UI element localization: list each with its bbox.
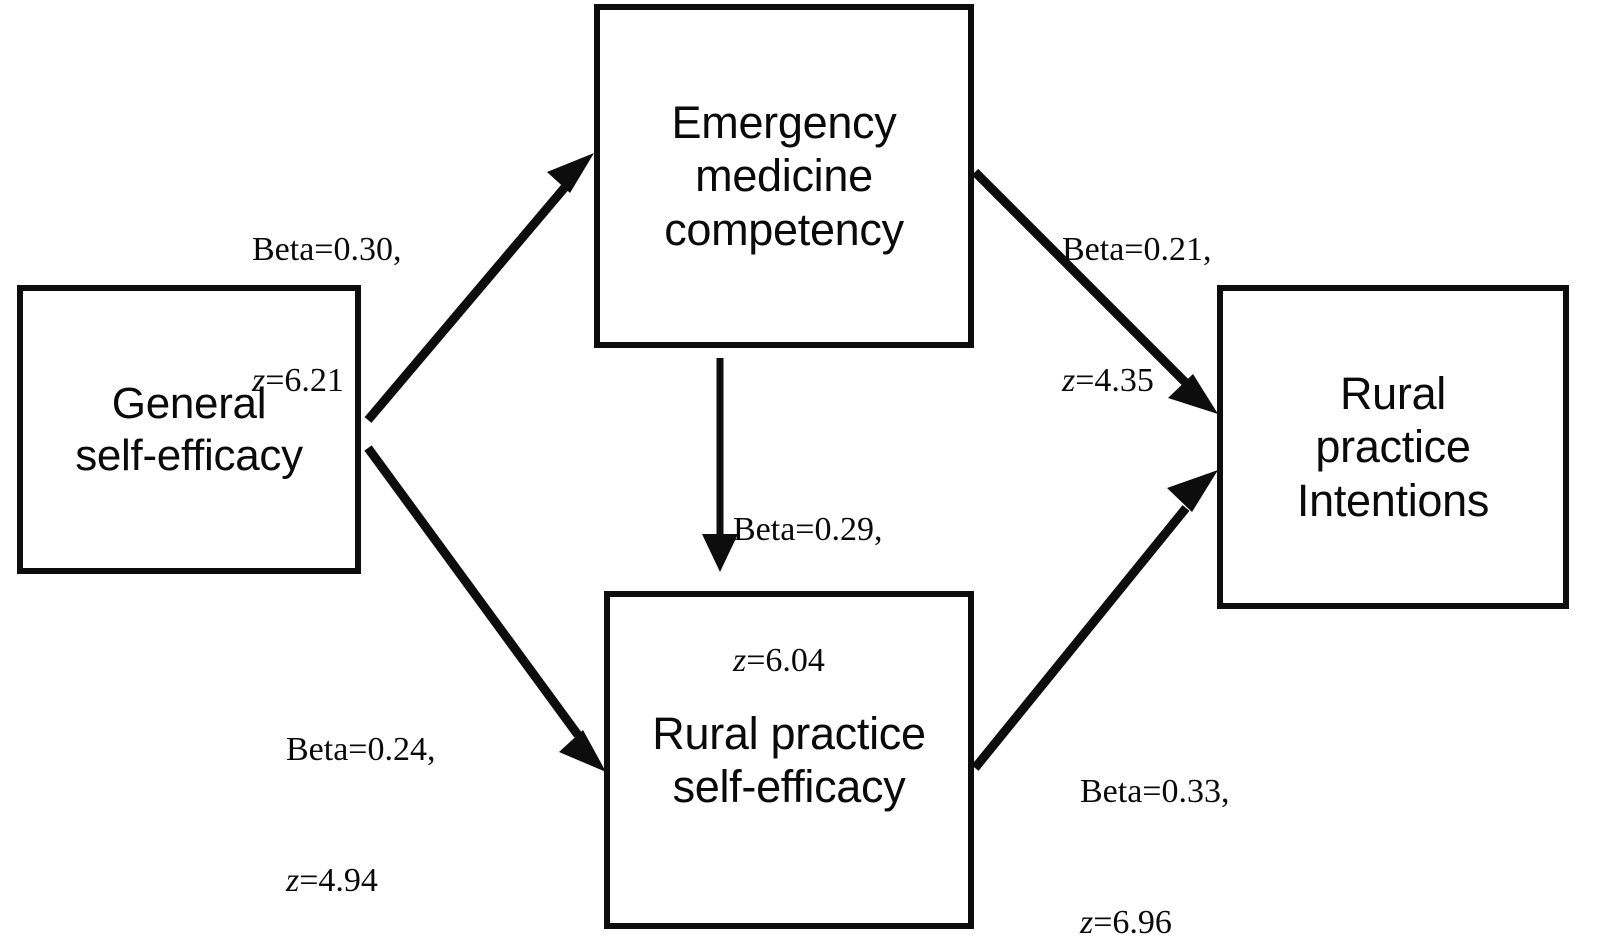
z-number: =4.35 [1075,362,1154,400]
node-general-self-efficacy[interactable]: General self-efficacy [17,285,361,574]
z-symbol: z [733,642,747,680]
arrowhead-icon [1167,470,1218,512]
edge-general-to-emergency [364,153,594,423]
edge-z-value: z=6.04 [733,639,882,683]
edge-rural-self-efficacy-to-intentions [971,470,1218,771]
node-rural-practice-self-efficacy-label: Rural practice self-efficacy [652,707,926,812]
z-number: =6.04 [746,642,825,680]
edge-label-emergency-to-intentions: Beta=0.21, z=4.35 [1062,140,1211,491]
z-number: =6.96 [1093,904,1172,942]
node-rural-practice-intentions-label: Rural practice Intentions [1296,368,1490,526]
arrowhead-icon [1168,374,1218,414]
z-number: =4.94 [299,862,378,900]
edge-z-value: z=4.35 [1062,359,1211,403]
edge-emergency-to-intentions [971,168,1218,414]
edge-z-value: z=6.96 [1080,901,1229,942]
edge-emergency-to-rural-self-efficacy [702,358,738,572]
edge-label-emergency-to-rural-self-efficacy: Beta=0.29, z=6.04 [733,420,882,771]
arrowhead-icon [547,153,594,193]
z-symbol: z [1062,362,1076,400]
node-emergency-medicine-competency[interactable]: Emergency medicine competency [594,4,974,348]
edge-beta-value: Beta=0.29, [733,510,883,548]
node-rural-practice-intentions[interactable]: Rural practice Intentions [1217,285,1569,609]
edge-beta-value: Beta=0.33, [1080,772,1230,810]
edge-z-value: z=4.94 [286,859,435,903]
arrowhead-icon [702,534,738,572]
edge-label-rural-self-efficacy-to-intentions: Beta=0.33, z=6.96 [1080,682,1229,942]
node-rural-practice-self-efficacy[interactable]: Rural practice self-efficacy [604,591,974,929]
edge-general-to-rural-self-efficacy [364,445,606,772]
node-general-self-efficacy-label: General self-efficacy [75,378,303,480]
z-symbol: z [252,362,266,400]
z-symbol: z [1080,904,1094,942]
edge-beta-value: Beta=0.21, [1062,230,1212,268]
z-number: =6.21 [265,362,344,400]
edge-beta-value: Beta=0.30, [252,230,402,268]
node-emergency-medicine-competency-label: Emergency medicine competency [664,97,904,255]
edge-label-general-to-rural-self-efficacy: Beta=0.24, z=4.94 [286,640,435,942]
z-symbol: z [286,862,300,900]
arrowhead-icon [559,730,606,772]
edge-z-value: z=6.21 [252,359,401,403]
edge-beta-value: Beta=0.24, [286,730,436,768]
edge-label-general-to-emergency: Beta=0.30, z=6.21 [252,140,401,491]
